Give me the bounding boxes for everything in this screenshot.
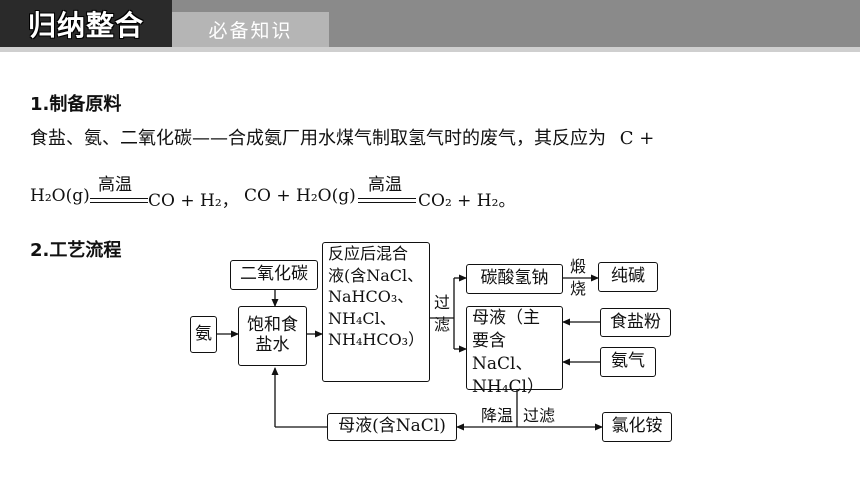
- paragraph-tail: C +: [619, 128, 655, 149]
- box-soda-ash: 纯碱: [598, 262, 658, 292]
- box-ammonium-chloride: 氯化铵: [602, 412, 672, 442]
- brine-line-1: 饱和食: [247, 315, 298, 336]
- box-co2: 二氧化碳: [230, 260, 318, 290]
- heading-raw-materials: 1.制备原料: [30, 94, 122, 115]
- mother-nacl-label: 母液(含NaCl): [338, 416, 446, 437]
- box-mother-liquor-nacl: 母液(含NaCl): [327, 413, 457, 441]
- mixture-line-1: 反应后混合: [328, 244, 409, 263]
- box-mother-liquor: 母液（主 要含NaCl、 NH₄Cl）: [466, 306, 563, 397]
- eq1-condition: 高温: [98, 175, 132, 195]
- eq2-right: CO₂ + H₂。: [418, 191, 516, 211]
- filter-char-2: 滤: [433, 315, 450, 334]
- nh4cl-label: 氯化铵: [611, 416, 663, 437]
- raw-materials-paragraph: 食盐、氨、二氧化碳——合成氨厂用水煤气制取氢气时的废气，其反应为 C +: [30, 124, 654, 150]
- box-ammonia: 氨: [190, 316, 217, 353]
- mother-line-3: NH₄Cl）: [472, 376, 544, 397]
- paragraph-text: 食盐、氨、二氧化碳——合成氨厂用水煤气制取氢气时的废气，其反应为: [30, 128, 606, 149]
- eq2-left: CO + H₂O(g): [244, 186, 356, 206]
- eq1-equals-sign: [90, 198, 148, 203]
- mixture-line-5: NH₄HCO₃）: [328, 330, 425, 350]
- salt-powder-label: 食盐粉: [610, 311, 661, 332]
- mixture-line-3: NaHCO₃、: [328, 287, 414, 307]
- box-ammonia-label: 氨: [195, 323, 212, 344]
- eq1-right: CO + H₂，: [148, 191, 239, 211]
- brine-line-2: 盐水: [255, 335, 290, 355]
- box-salt-powder: 食盐粉: [600, 308, 671, 337]
- mixture-line-4: NH₄Cl、: [328, 308, 396, 328]
- section-tab[interactable]: 必备知识: [172, 12, 329, 47]
- eq2-equals-sign: [358, 198, 416, 203]
- label-cool: 降温: [481, 406, 514, 425]
- heading-process-flow: 2.工艺流程: [30, 240, 122, 261]
- box-sodium-bicarbonate: 碳酸氢钠: [466, 264, 563, 294]
- mixture-line-2: 液(含NaCl、: [328, 265, 424, 285]
- nahco3-label: 碳酸氢钠: [480, 268, 549, 289]
- soda-label: 纯碱: [611, 266, 645, 287]
- box-ammonia-gas: 氨气: [600, 347, 656, 377]
- eq1-left: H₂O(g): [30, 186, 90, 206]
- eq2-condition: 高温: [368, 175, 402, 195]
- filter-char-1: 过: [433, 293, 450, 312]
- header-bar: 归纳整合 必备知识: [0, 0, 860, 47]
- header-divider: [0, 47, 860, 52]
- box-saturated-brine: 饱和食 盐水: [238, 306, 307, 366]
- calcine-char-1: 煅: [569, 257, 586, 276]
- label-calcine: 煅 烧: [568, 256, 588, 300]
- label-filter-horizontal: 过滤: [523, 406, 556, 425]
- box-co2-label: 二氧化碳: [240, 264, 308, 285]
- mother-line-2: 要含NaCl、: [472, 330, 533, 374]
- mother-line-1: 母液（主: [472, 308, 540, 328]
- box-reaction-mixture: 反应后混合 液(含NaCl、 NaHCO₃、 NH₄Cl、 NH₄HCO₃）: [322, 242, 430, 382]
- label-filter-vertical: 过 滤: [432, 292, 452, 336]
- ammonia-gas-label: 氨气: [611, 351, 645, 372]
- section-title: 归纳整合: [0, 0, 172, 47]
- calcine-char-2: 烧: [569, 279, 586, 298]
